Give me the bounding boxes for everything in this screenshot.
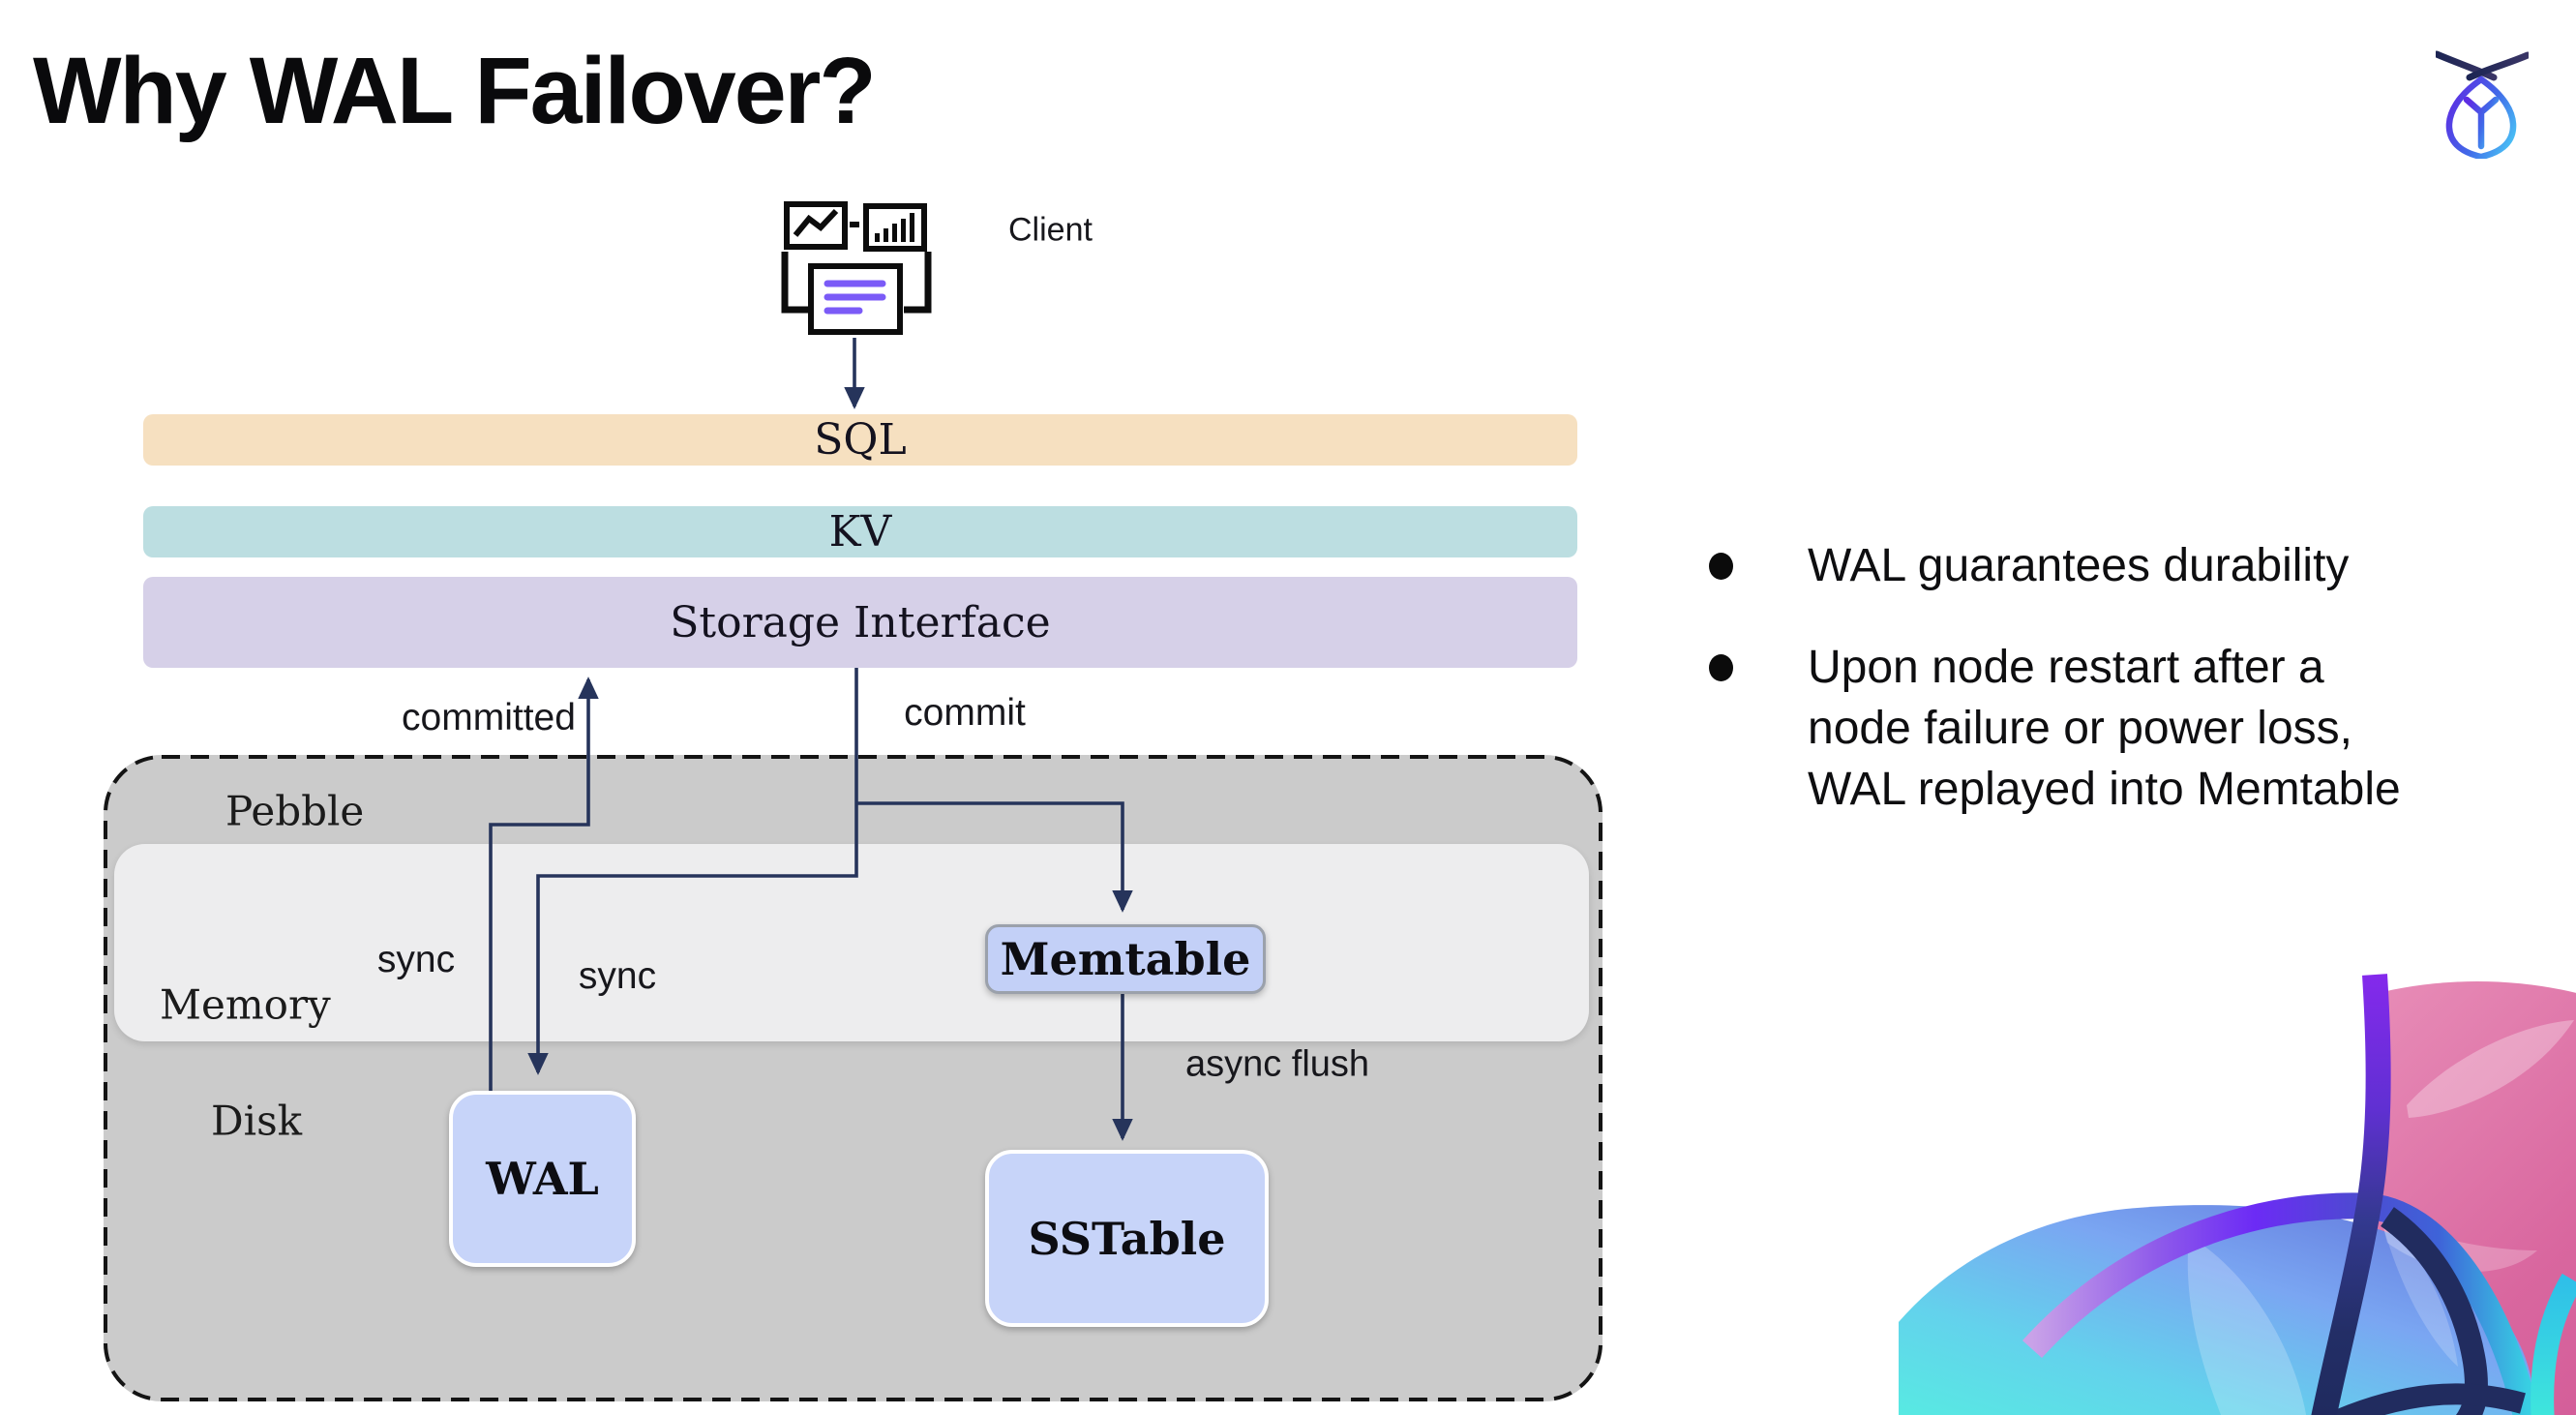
memory-label: Memory: [160, 980, 331, 1029]
sync-label-1: sync: [376, 939, 456, 980]
bracket-left: [781, 252, 809, 314]
layer-sql: SQL: [143, 414, 1577, 466]
bracket-right: [904, 252, 932, 314]
logo-antenna-right: [2466, 51, 2529, 81]
bullet-text: Upon node restart after a node failure o…: [1808, 642, 2401, 815]
pebble-label: Pebble: [225, 787, 365, 835]
line-chart-icon: [784, 201, 848, 250]
node-sstable: SSTable: [985, 1150, 1269, 1327]
brand-navy-curve: [2380, 1207, 2488, 1415]
memory-band: [114, 844, 1589, 1041]
cockroachdb-brand-art: [1899, 974, 2576, 1415]
sync-label-2: sync: [578, 955, 657, 997]
wal-label: WAL: [486, 1153, 599, 1205]
node-wal: WAL: [449, 1091, 636, 1267]
bullet-item: WAL guarantees durability: [1709, 535, 2502, 596]
brand-pink-highlight-leaf: [2407, 1020, 2574, 1118]
layer-sql-label: SQL: [814, 415, 907, 465]
bullet-item: Upon node restart after a node failure o…: [1709, 637, 2502, 820]
logo-antenna-left: [2436, 50, 2498, 81]
memtable-label: Memtable: [1000, 933, 1251, 985]
committed-label: committed: [402, 697, 576, 738]
bullet-list: WAL guarantees durability Upon node rest…: [1709, 535, 2502, 860]
layer-kv: KV: [143, 506, 1577, 557]
layer-storage-interface: Storage Interface: [143, 577, 1577, 668]
commit-label: commit: [904, 692, 1026, 734]
client-workstation-icon: [781, 201, 932, 335]
brand-blue-circle: [1899, 1205, 2534, 1415]
brand-leaf: [2381, 1217, 2458, 1367]
client-label: Client: [1008, 211, 1093, 249]
dash-icon: [850, 222, 859, 227]
brand-leaf: [2187, 1236, 2307, 1415]
async-flush-label: async flush: [1184, 1043, 1370, 1085]
bar-chart-icon: [863, 203, 927, 252]
logo-stem: [2463, 96, 2500, 150]
document-icon: [808, 263, 903, 335]
logo-body: [2445, 75, 2517, 159]
disk-label: Disk: [211, 1097, 303, 1145]
brand-navy-curve: [2334, 1383, 2526, 1415]
bullet-text: WAL guarantees durability: [1808, 540, 2350, 591]
brand-arc-cross: [2311, 974, 2391, 1415]
layer-kv-label: KV: [828, 507, 892, 557]
page-title: Why WAL Failover?: [33, 38, 877, 143]
cockroachdb-logo-icon: [2436, 50, 2529, 159]
node-memtable: Memtable: [985, 924, 1266, 994]
bullet-dot-icon: [1709, 553, 1733, 580]
brand-teal-arc: [2531, 1273, 2576, 1415]
layer-storage-label: Storage Interface: [670, 597, 1051, 647]
sstable-label: SSTable: [1028, 1212, 1226, 1265]
bullet-dot-icon: [1709, 654, 1733, 681]
